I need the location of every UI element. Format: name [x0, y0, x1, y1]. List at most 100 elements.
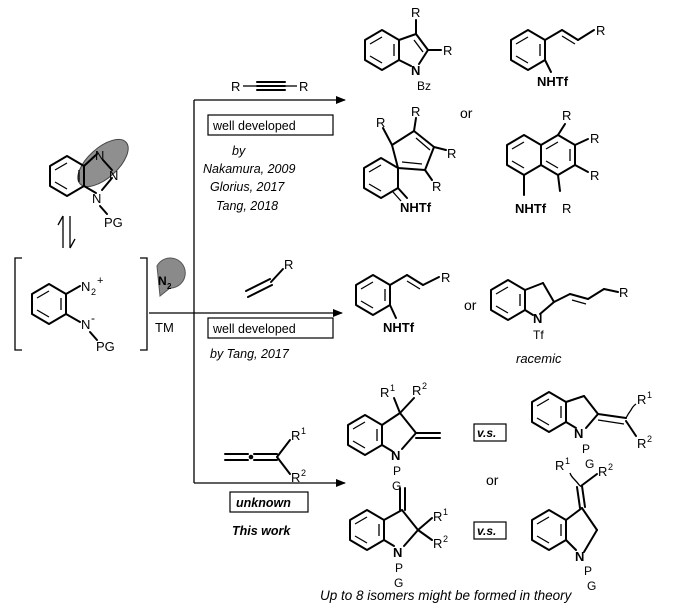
naphth-r1: R: [562, 108, 571, 123]
p2-p: P: [582, 442, 590, 456]
styryl-product-alkyne: R NHTf: [510, 23, 605, 89]
styryl-alkene-nhtf: NHTf: [383, 320, 415, 335]
p1-r2: R: [412, 383, 421, 398]
alkyne-or: or: [460, 105, 473, 121]
p3-r2: R: [433, 536, 442, 551]
p1-r1-sup: 1: [390, 383, 395, 393]
alkyne-ref-glorius: Glorius, 2017: [210, 180, 285, 194]
p4-p: P: [584, 564, 592, 578]
indazole-starting-material: N N N PG: [49, 138, 129, 230]
p4-r2-sup: 2: [608, 462, 613, 472]
vs-box-top: [473, 423, 507, 442]
alkyne-r-left: R: [231, 79, 240, 94]
allene-r2: R: [291, 470, 300, 485]
naphthalene-product: R R R R NHTf: [506, 108, 599, 216]
allene-or: or: [486, 472, 499, 488]
p2-r1-sup: 1: [647, 390, 652, 400]
p4-r1-sup: 1: [565, 456, 570, 466]
indoline-n: N: [533, 311, 542, 326]
p3-n: N: [393, 545, 402, 560]
styryl-alkene-r: R: [441, 270, 450, 285]
p4-r2: R: [598, 464, 607, 479]
alkyne-reagent: R R: [231, 79, 308, 94]
indoline-tf: Tf: [533, 328, 544, 342]
n2-bubble-sub: 2: [167, 282, 172, 291]
alkyne-ref-tang: Tang, 2018: [216, 199, 278, 213]
p3-r1-sup: 1: [443, 507, 448, 517]
allene-r1-sup: 1: [301, 426, 306, 436]
vs-top: v.s.: [477, 426, 496, 440]
indole-bz: Bz: [417, 79, 431, 93]
indole-r3: R: [411, 5, 420, 20]
indazole-n-mid: N: [109, 168, 118, 183]
indazole-n-top: N: [95, 148, 104, 163]
p2-g: G: [585, 457, 594, 471]
p2-r2: R: [637, 436, 646, 451]
styryl-alkyne-r: R: [596, 23, 605, 38]
n2-release-bubble: N 2: [156, 257, 186, 297]
racemic-note: racemic: [516, 351, 562, 366]
allene-product-1: R 1 R 2 N P G: [347, 381, 441, 493]
p1-n: N: [391, 448, 400, 463]
alkene-badge: well developed: [212, 322, 296, 336]
alkyne-badge-box: [207, 114, 334, 136]
indoline-product-racemic: N Tf R: [490, 279, 628, 342]
allene-badge: unknown: [236, 496, 291, 510]
indazole-pg: PG: [104, 215, 123, 230]
diazo-highlight-ellipse: [77, 138, 129, 188]
p3-r1: R: [433, 509, 442, 524]
allene-subtitle: This work: [232, 524, 291, 538]
diazonium-n: N: [81, 279, 90, 294]
amide-pg: PG: [96, 339, 115, 354]
isomer-footnote: Up to 8 isomers might be formed in theor…: [320, 588, 573, 603]
spiro-r3: R: [447, 146, 456, 161]
allene-product-2: R 1 R 2 N P G: [531, 390, 652, 471]
indole-product: R R N Bz: [364, 5, 452, 93]
reaction-arrows: [149, 96, 346, 487]
allene-product-3: R 1 R 2 N P G: [349, 487, 448, 590]
alkene-reagent: R: [245, 257, 293, 298]
amide-charge: -: [91, 311, 95, 325]
p4-g: G: [587, 579, 596, 593]
alkene-badge-box: [207, 317, 334, 339]
amide-n: N: [81, 317, 90, 332]
p1-g: G: [392, 479, 401, 493]
styryl-alkyne-nhtf: NHTf: [537, 74, 569, 89]
n2-bubble-n: N: [158, 274, 167, 288]
styryl-product-alkene: R NHTf: [355, 270, 450, 335]
p2-r2-sup: 2: [647, 434, 652, 444]
indoline-r: R: [619, 285, 628, 300]
diazonium-sub: 2: [91, 287, 96, 297]
p4-n: N: [575, 549, 584, 564]
diazonium-intermediate: N 2 + N - PG: [14, 257, 148, 354]
allene-r1: R: [291, 428, 300, 443]
alkene-r: R: [284, 257, 293, 272]
allene-product-4: R 1 R 2 N P G: [531, 456, 613, 593]
alkene-ref: by Tang, 2017: [210, 347, 290, 361]
alkyne-ref-by: by: [232, 144, 246, 158]
p2-r1: R: [637, 392, 646, 407]
indole-r2: R: [443, 43, 452, 58]
p1-p: P: [393, 464, 401, 478]
diazonium-charge: +: [97, 275, 103, 287]
allene-reagent: R 1 R 2: [224, 426, 306, 485]
naphth-r2: R: [590, 131, 599, 146]
vs-box-bottom: [473, 521, 507, 540]
vs-bottom: v.s.: [477, 524, 496, 538]
p4-r1: R: [555, 458, 564, 473]
alkyne-badge: well developed: [212, 119, 296, 133]
spiro-nhtf: NHTf: [400, 200, 432, 215]
alkyne-r-right: R: [299, 79, 308, 94]
equilibrium-arrows: [57, 215, 76, 249]
naphth-nhtf: NHTf: [515, 201, 547, 216]
spiro-r1: R: [376, 115, 385, 130]
p3-r2-sup: 2: [443, 534, 448, 544]
p1-r2-sup: 2: [422, 381, 427, 391]
allene-badge-box: [229, 491, 309, 513]
p1-r1: R: [380, 385, 389, 400]
naphth-r3: R: [590, 168, 599, 183]
alkyne-ref-nakamura: Nakamura, 2009: [203, 162, 295, 176]
allene-r2-sup: 2: [301, 468, 306, 478]
spiro-product: R R R R NHTf: [363, 104, 456, 215]
